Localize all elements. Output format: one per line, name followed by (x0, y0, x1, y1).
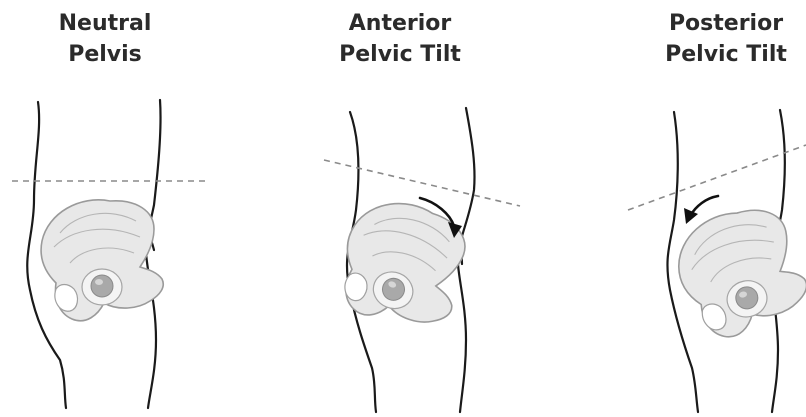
neutral-pelvis-figure (0, 0, 270, 417)
posterior-tilt-figure (560, 0, 806, 417)
pelvis-bone (41, 200, 163, 321)
panel-posterior: Posterior Pelvic Tilt (560, 0, 806, 417)
pelvis-bone (669, 201, 806, 345)
posterior-reference-line (628, 145, 806, 210)
anterior-tilt-figure (290, 0, 550, 417)
panel-neutral: Neutral Pelvis (0, 0, 270, 417)
panel-anterior: Anterior Pelvic Tilt (290, 0, 550, 417)
